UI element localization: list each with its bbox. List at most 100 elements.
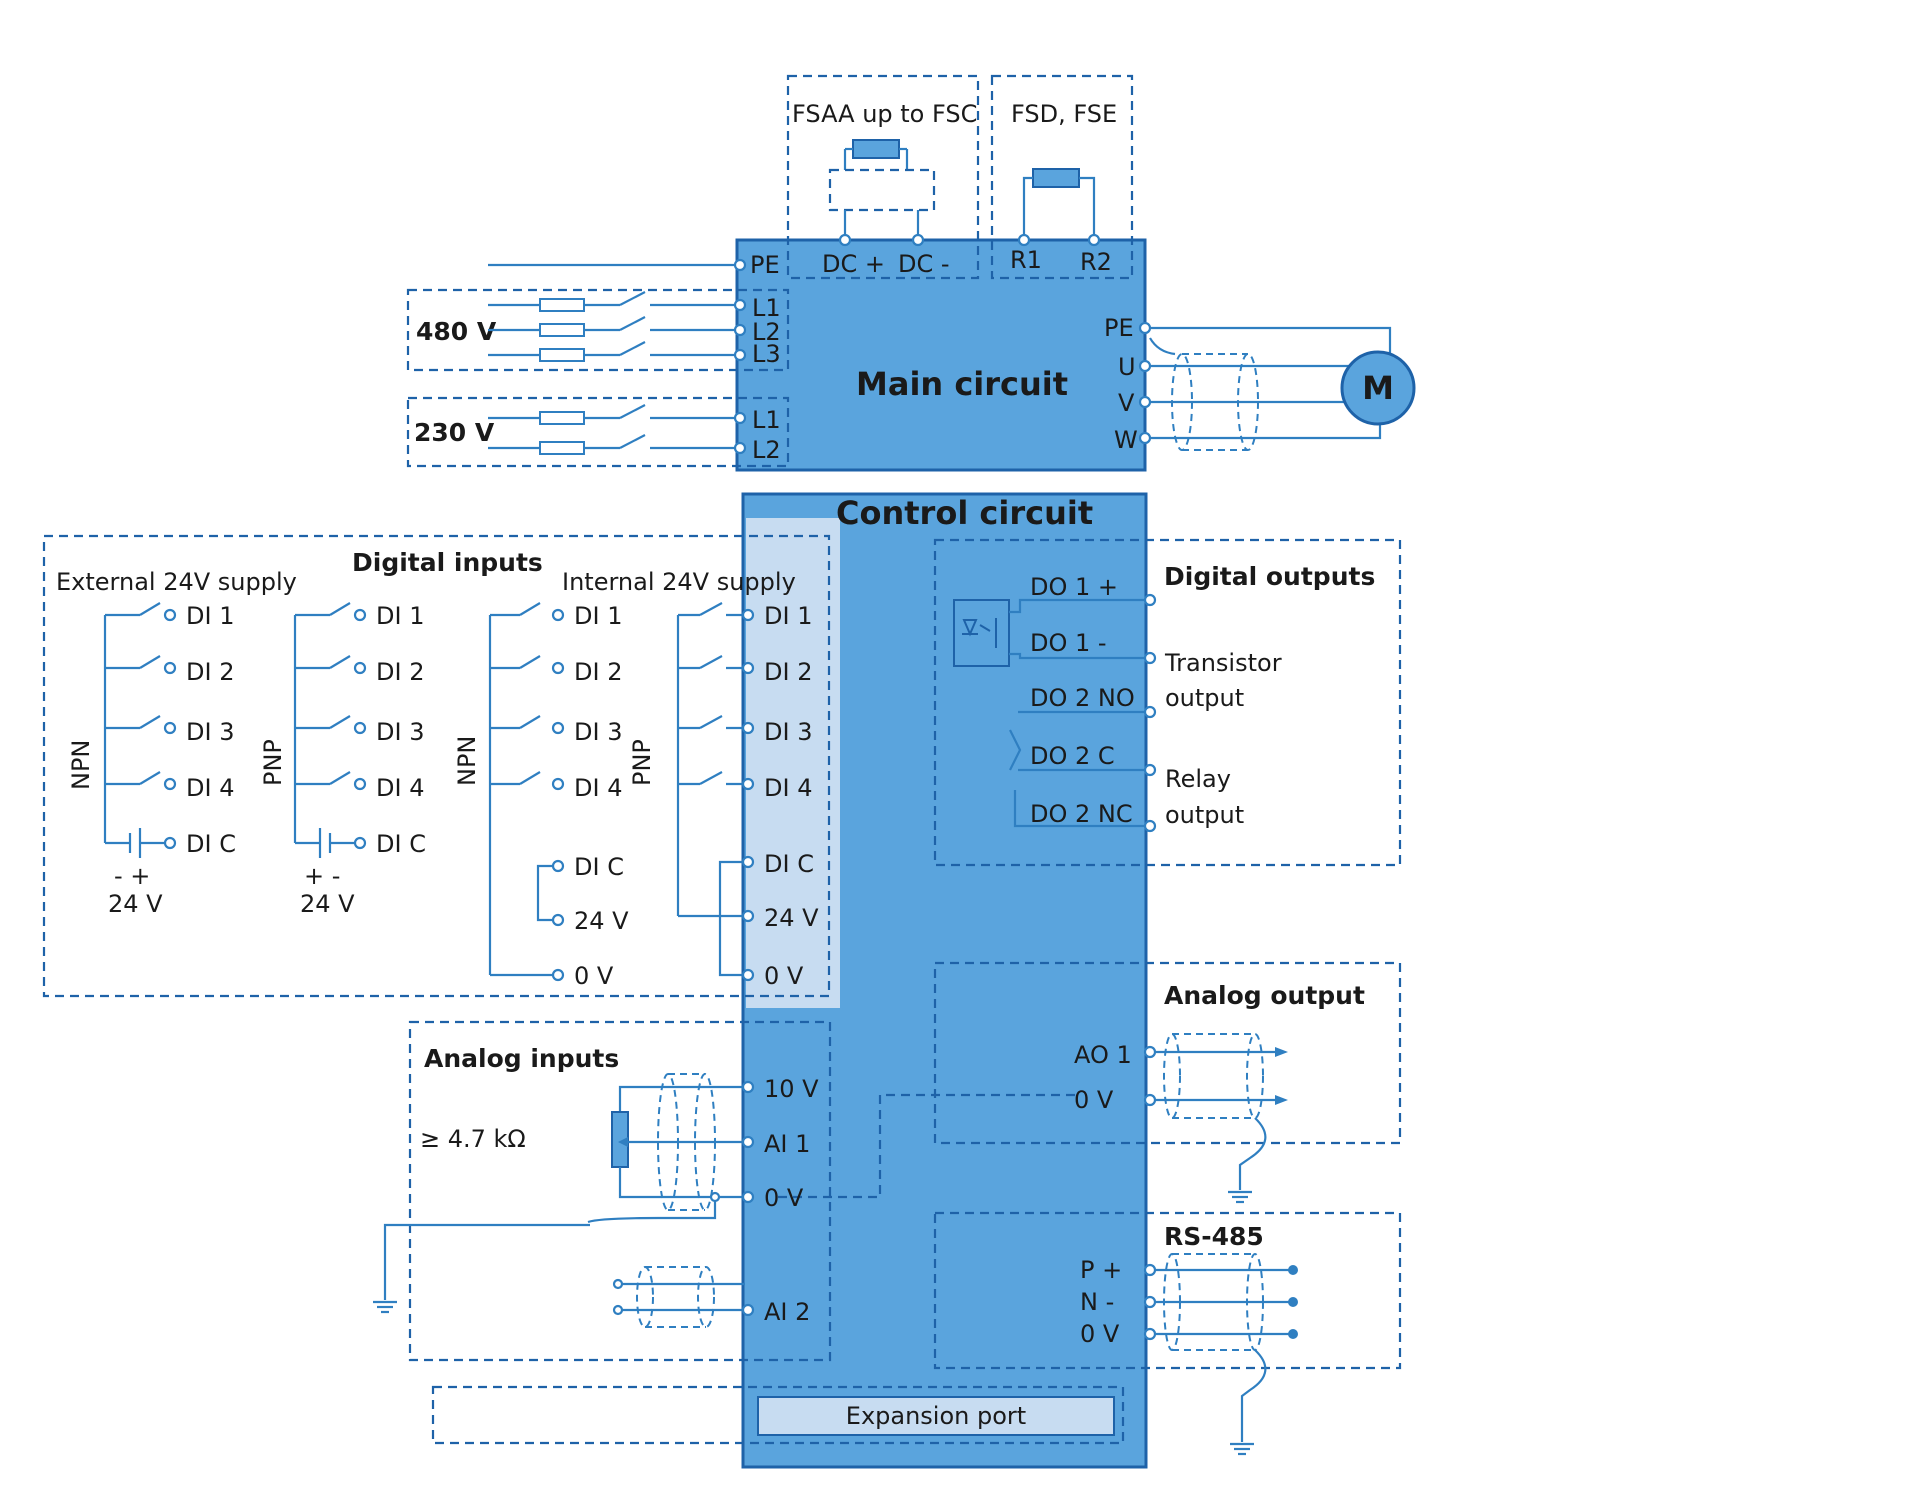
digital-outputs-title: Digital outputs: [1164, 562, 1375, 591]
control-circuit-title: Control circuit: [836, 494, 1093, 532]
v-label: V: [1118, 389, 1135, 417]
rs485-n-label: N -: [1080, 1288, 1114, 1316]
int-npn-label: NPN: [453, 736, 481, 786]
w-label: W: [1114, 426, 1138, 454]
ao-0v-jumper: [773, 1093, 1075, 1199]
external-npn-group: [103, 602, 177, 858]
ai-0v-label: 0 V: [764, 1184, 804, 1212]
supply-230-label: 230 V: [414, 418, 495, 447]
l3-480-label: L3: [752, 340, 781, 368]
ext-npn-di2: DI 2: [186, 658, 234, 686]
ext-pnp-di1: DI 1: [376, 602, 424, 630]
l1-230-label: L1: [752, 406, 781, 434]
optocoupler-icon: [953, 599, 1010, 667]
ext-npn-24v: 24 V: [108, 890, 163, 918]
rs485-box: [933, 1211, 1402, 1370]
external-supply-label: External 24V supply: [56, 568, 297, 596]
ext-npn-di4: DI 4: [186, 774, 234, 802]
ext-pnp-label: PNP: [259, 739, 287, 786]
relay-label-1: Relay: [1165, 765, 1231, 793]
rs485-0v-label: 0 V: [1080, 1320, 1120, 1348]
variant-b-label: FSD, FSE: [1011, 100, 1117, 128]
int-npn-0v: 0 V: [574, 962, 614, 990]
r2-label: R2: [1080, 248, 1112, 276]
main-circuit-title: Main circuit: [856, 365, 1068, 403]
ctrl-di3: DI 3: [764, 718, 812, 746]
braking-box-fsd-fse: [990, 74, 1134, 280]
ext-npn-dic: DI C: [186, 830, 236, 858]
transistor-label-1: Transistor: [1164, 649, 1282, 677]
ext-npn-di3: DI 3: [186, 718, 234, 746]
analog-inputs-box: [408, 1020, 832, 1362]
rs485-title: RS-485: [1164, 1222, 1264, 1251]
relay-label-2: output: [1165, 801, 1244, 829]
digital-inputs-box: [42, 534, 831, 998]
ext-npn-label: NPN: [67, 740, 95, 790]
int-npn-di1: DI 1: [574, 602, 622, 630]
transistor-label-2: output: [1165, 684, 1244, 712]
int-npn-dic: DI C: [574, 853, 624, 881]
supply-480-lines: [488, 291, 737, 362]
pe-out-label: PE: [1104, 314, 1134, 342]
ctrl-di1: DI 1: [764, 602, 812, 630]
braking-box-fsaa-fsc: [786, 74, 980, 280]
supply-230-lines: [488, 404, 737, 455]
variant-a-label: FSAA up to FSC: [792, 100, 977, 128]
rs485-wiring: [1155, 1253, 1298, 1456]
supply-480-box: [406, 288, 790, 372]
ext-pnp-di2: DI 2: [376, 658, 424, 686]
int-npn-di3: DI 3: [574, 718, 622, 746]
analog-input-wiring: [373, 1073, 745, 1328]
ai1-label: AI 1: [764, 1130, 810, 1158]
l2-230-label: L2: [752, 436, 781, 464]
l2-480-label: L2: [752, 318, 781, 346]
analog-output-box: [933, 961, 1402, 1145]
digital-outputs-box: [933, 538, 1402, 867]
int-npn-di4: DI 4: [574, 774, 622, 802]
pe-in-label: PE: [750, 251, 780, 279]
dc-minus-label: DC -: [898, 250, 950, 278]
ext-pnp-polarity: + -: [304, 862, 340, 890]
braking-resistor-b: [1032, 168, 1080, 188]
ctrl-di4: DI 4: [764, 774, 812, 802]
int-npn-di2: DI 2: [574, 658, 622, 686]
internal-pnp-group: [676, 602, 745, 977]
supply-480-label: 480 V: [416, 317, 497, 346]
ext-pnp-24v: 24 V: [300, 890, 355, 918]
resistance-label: ≥ 4.7 kΩ: [420, 1125, 526, 1153]
analog-output-wiring: [1155, 1033, 1288, 1204]
do2-nc-label: DO 2 NC: [1030, 800, 1133, 828]
motor-symbol: [1340, 350, 1416, 426]
digital-input-highlight: [746, 518, 840, 1008]
u-label: U: [1118, 353, 1136, 381]
ctrl-dic: DI C: [764, 850, 814, 878]
dc-plus-label: DC +: [822, 250, 885, 278]
ao1-label: AO 1: [1074, 1041, 1132, 1069]
motor-label: M: [1362, 369, 1394, 407]
ext-pnp-dic: DI C: [376, 830, 426, 858]
control-di-terminals: [741, 608, 755, 982]
ai-10v-label: 10 V: [764, 1075, 819, 1103]
rs485-p-label: P +: [1080, 1256, 1122, 1284]
expansion-port: [757, 1396, 1115, 1436]
do2-c-label: DO 2 C: [1030, 742, 1115, 770]
ext-pnp-di3: DI 3: [376, 718, 424, 746]
internal-npn-group: [488, 602, 565, 982]
ext-pnp-di4: DI 4: [376, 774, 424, 802]
ctrl-24v: 24 V: [764, 904, 819, 932]
ext-npn-polarity: - +: [114, 862, 150, 890]
expansion-box: [431, 1385, 1125, 1445]
internal-supply-label: Internal 24V supply: [562, 568, 796, 596]
external-pnp-group: [293, 602, 367, 858]
analog-inputs-title: Analog inputs: [424, 1044, 619, 1073]
l1-480-label: L1: [752, 294, 781, 322]
ctrl-di2: DI 2: [764, 658, 812, 686]
int-npn-24v: 24 V: [574, 907, 629, 935]
do2-no-label: DO 2 NO: [1030, 684, 1135, 712]
ext-npn-di1: DI 1: [186, 602, 234, 630]
ctrl-0v: 0 V: [764, 962, 804, 990]
analog-output-title: Analog output: [1164, 981, 1365, 1010]
expansion-port-label: Expansion port: [846, 1402, 1026, 1430]
ao-0v-label: 0 V: [1074, 1086, 1114, 1114]
